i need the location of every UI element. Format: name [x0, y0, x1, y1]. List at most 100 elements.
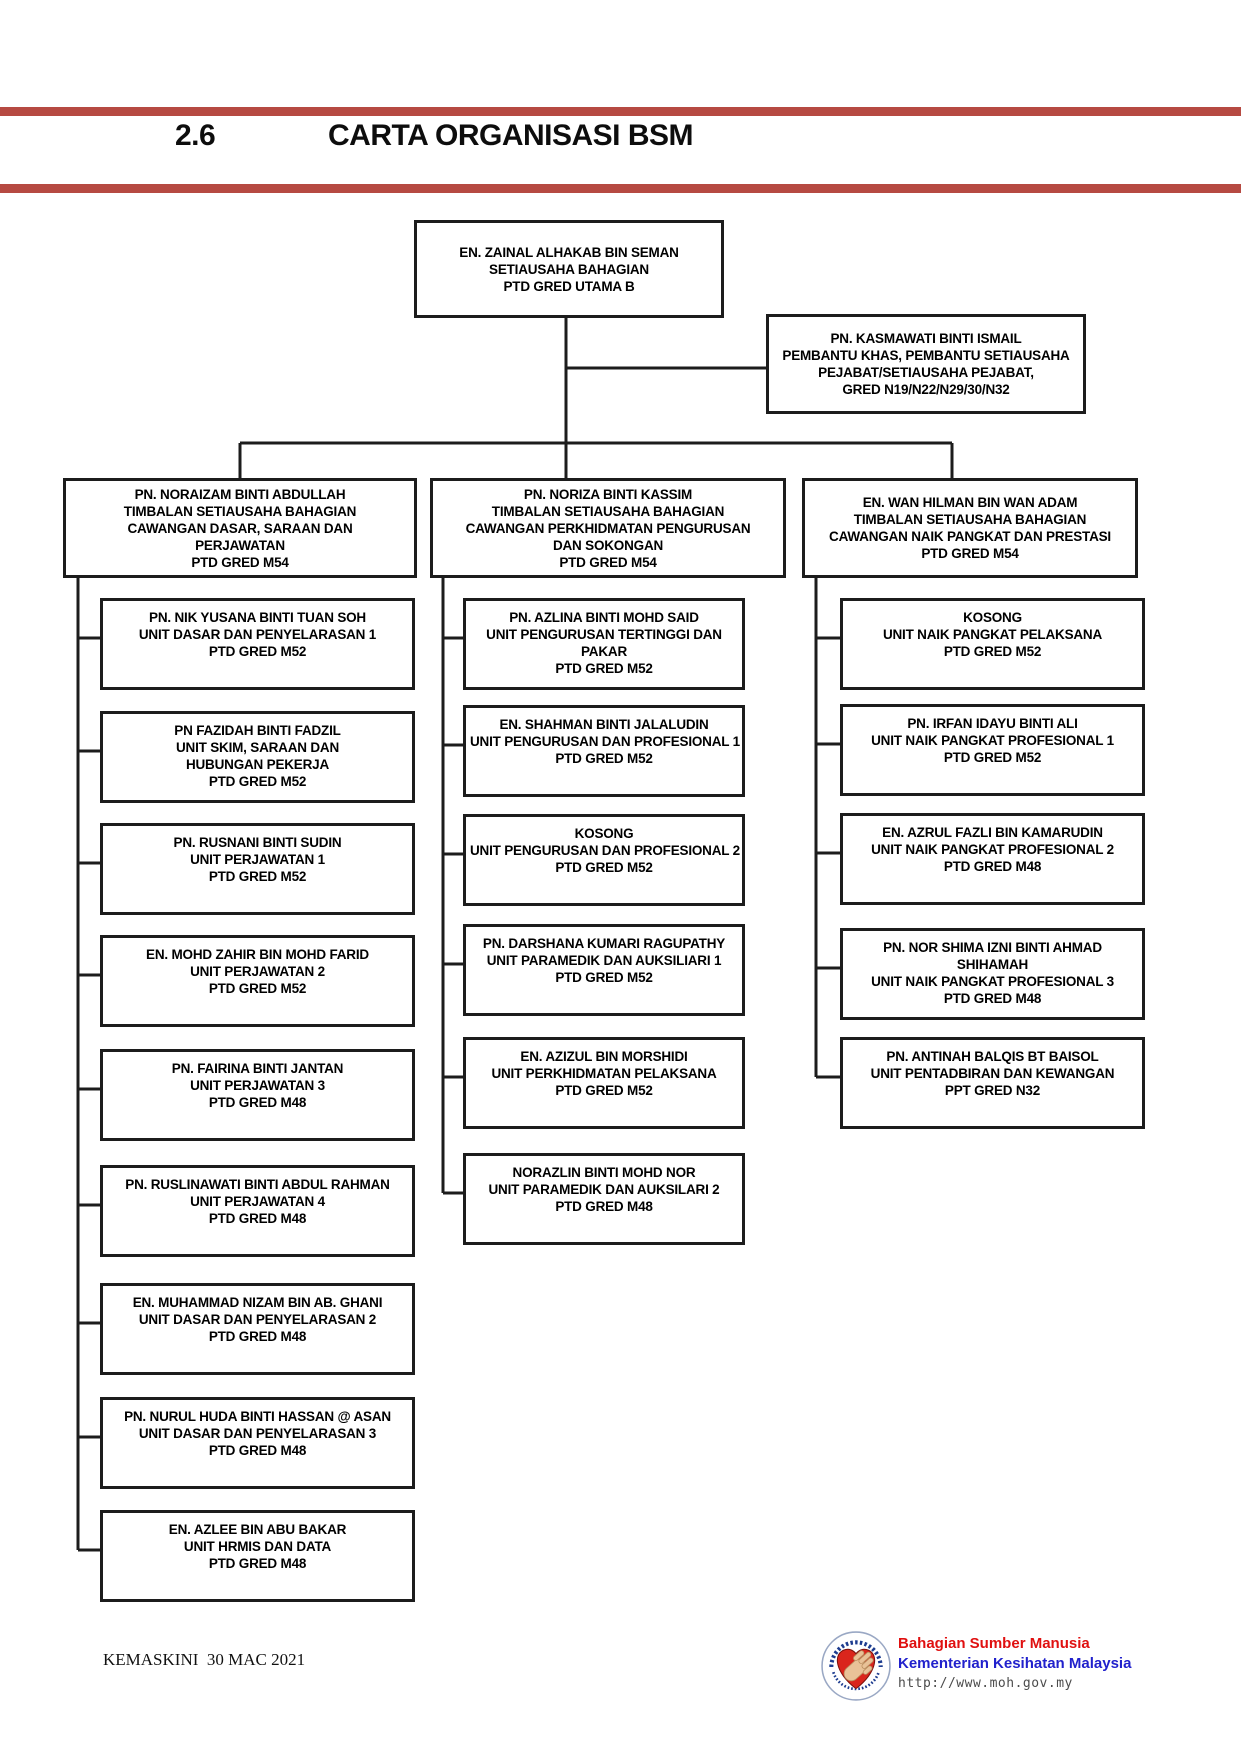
- org-box-line: PTD GRED M48: [208, 1556, 307, 1571]
- org-box-line: NORAZLIN BINTI MOHD NOR: [512, 1165, 696, 1180]
- footer-org-kkm: Kementerian Kesihatan Malaysia: [898, 1655, 1132, 1672]
- org-box-line: EN. WAN HILMAN BIN WAN ADAM: [862, 495, 1078, 510]
- org-box-line: PN. DARSHANA KUMARI RAGUPATHY: [482, 936, 726, 951]
- org-box-line: UNIT PARAMEDIK DAN AUKSILIARI 1: [486, 953, 722, 968]
- org-box-line: PN. RUSLINAWATI BINTI ABDUL RAHMAN: [125, 1177, 390, 1192]
- org-box-line: PTD GRED M48: [208, 1329, 307, 1344]
- org-box-line: PTD GRED M54: [921, 546, 1019, 561]
- footer-url: http://www.moh.gov.my: [898, 1676, 1073, 1691]
- org-box-line: EN. MUHAMMAD NIZAM BIN AB. GHANI: [132, 1295, 383, 1310]
- org-box-unit: KOSONG UNIT NAIK PANGKAT PELAKSANA PTD GRE…: [840, 598, 1145, 690]
- org-box-branch-head: EN. WAN HILMAN BIN WAN ADAM TIMBALAN SETI…: [802, 478, 1138, 578]
- org-box-line: PTD GRED M48: [208, 1211, 307, 1226]
- org-box-line: UNIT DASAR DAN PENYELARASAN 2: [138, 1312, 377, 1327]
- org-box-line: PERJAWATAN: [195, 537, 285, 553]
- org-box-line: UNIT PERJAWATAN 4: [190, 1194, 325, 1209]
- org-box-unit: PN. ANTINAH BALQIS BT BAISOL UNIT PENTADB…: [840, 1037, 1145, 1129]
- org-box-line: PTD GRED M52: [555, 661, 653, 676]
- org-box-line: PN. ANTINAH BALQIS BT BAISOL: [886, 1049, 1099, 1064]
- org-box-line: PEMBANTU KHAS, PEMBANTU SETIAUSAHA: [782, 348, 1070, 363]
- footer-org-bsm: Bahagian Sumber Manusia: [898, 1635, 1090, 1652]
- hand-icon: [843, 1650, 874, 1682]
- org-box-line: PN. IRFAN IDAYU BINTI ALI: [907, 716, 1078, 731]
- org-box-unit: EN. AZIZUL BIN MORSHIDI UNIT PERKHIDMATAN…: [463, 1037, 745, 1129]
- org-box-line: CAWANGAN DASAR, SARAAN DAN: [127, 520, 353, 536]
- org-box-line: TIMBALAN SETIAUSAHA BAHAGIAN: [853, 512, 1087, 527]
- org-box-line: PTD GRED M52: [555, 751, 653, 766]
- logo-rim-text-top: [829, 1640, 883, 1668]
- org-box-line: PTD GRED M52: [555, 1083, 653, 1098]
- org-box-line: PN FAZIDAH BINTI FADZIL: [174, 723, 341, 738]
- org-box-line: UNIT PERJAWATAN 2: [190, 964, 325, 979]
- org-box-line: PTD GRED M52: [943, 750, 1042, 765]
- org-box-unit: PN. NIK YUSANA BINTI TUAN SOH UNIT DASAR …: [100, 598, 415, 690]
- org-box-line: PTD GRED UTAMA B: [503, 278, 635, 294]
- org-box-line: UNIT PENGURUSAN DAN PROFESIONAL 2: [470, 843, 740, 858]
- org-box-line: PTD GRED M48: [208, 1095, 307, 1110]
- red-rule-bottom: [0, 184, 1241, 193]
- org-box-line: PTD GRED M48: [555, 1199, 653, 1214]
- org-box-line: UNIT PENGURUSAN DAN PROFESIONAL 1: [470, 734, 740, 749]
- org-box-line: PTD GRED M52: [208, 644, 307, 659]
- org-box-line: CAWANGAN NAIK PANGKAT DAN PRESTASI: [829, 529, 1111, 544]
- org-box-line: UNIT PERKHIDMATAN PELAKSANA: [491, 1066, 717, 1081]
- org-box-line: DAN SOKONGAN: [552, 537, 664, 553]
- footer-updated-text: KEMASKINI 30 MAC 2021: [103, 1650, 306, 1669]
- org-box-line: EN. SHAHMAN BINTI JALALUDIN: [499, 717, 709, 732]
- org-box-line: UNIT PERJAWATAN 1: [190, 852, 325, 867]
- red-rule-top: [0, 107, 1241, 116]
- org-box-line: KOSONG: [963, 610, 1022, 625]
- org-box-line: HUBUNGAN PEKERJA: [185, 757, 330, 772]
- org-box-line: PPT GRED N32: [944, 1083, 1041, 1098]
- org-box-line: PTD GRED M52: [208, 981, 307, 996]
- org-box-line: UNIT NAIK PANGKAT PROFESIONAL 3: [871, 974, 1114, 989]
- org-box-unit: EN. SHAHMAN BINTI JALALUDIN UNIT PENGURUS…: [463, 705, 745, 797]
- org-box-line: EN. AZLEE BIN ABU BAKAR: [168, 1522, 347, 1537]
- org-box-line: PTD GRED M52: [555, 970, 653, 985]
- org-box-line: UNIT PENTADBIRAN DAN KEWANGAN: [870, 1066, 1115, 1081]
- org-box-line: EN. MOHD ZAHIR BIN MOHD FARID: [146, 947, 369, 962]
- org-box-unit: PN. RUSLINAWATI BINTI ABDUL RAHMAN UNIT P…: [100, 1165, 415, 1257]
- org-box-line: PN. NORAIZAM BINTI ABDULLAH: [134, 486, 346, 502]
- org-box-line: EN. AZIZUL BIN MORSHIDI: [520, 1049, 688, 1064]
- org-box-line: PTD GRED M52: [943, 644, 1042, 659]
- page-title: CARTA ORGANISASI BSM: [328, 119, 694, 152]
- org-box-line: UNIT PENGURUSAN TERTINGGI DAN: [486, 627, 722, 642]
- org-box-line: PTD GRED M52: [208, 869, 307, 884]
- org-box-line: PTD GRED M52: [208, 774, 307, 789]
- org-box-line: KOSONG: [574, 826, 634, 841]
- org-box-line: UNIT NAIK PANGKAT PELAKSANA: [882, 627, 1103, 642]
- org-box-line: UNIT DASAR DAN PENYELARASAN 1: [138, 627, 377, 642]
- moh-logo: [820, 1630, 892, 1702]
- org-box-line: SETIAUSAHA BAHAGIAN: [489, 261, 649, 277]
- org-box-line: PAKAR: [581, 644, 627, 659]
- org-box-line: PN. FAIRINA BINTI JANTAN: [171, 1061, 344, 1076]
- org-box-line: PN. NIK YUSANA BINTI TUAN SOH: [149, 610, 366, 625]
- section-number: 2.6: [175, 119, 216, 152]
- org-box-line: PN. AZLINA BINTI MOHD SAID: [509, 610, 699, 625]
- org-box-line: PTD GRED M48: [943, 859, 1042, 874]
- footer-org-block: Bahagian Sumber Manusia Kementerian Kesi…: [898, 1634, 1131, 1694]
- org-box-line: GRED N19/N22/N29/30/N32: [842, 382, 1010, 397]
- org-box-line: EN. ZAINAL ALHAKAB BIN SEMAN: [459, 244, 679, 260]
- org-box-line: EN. AZRUL FAZLI BIN KAMARUDIN: [882, 825, 1103, 840]
- org-box-line: TIMBALAN SETIAUSAHA BAHAGIAN: [123, 503, 357, 519]
- org-box-line: CAWANGAN PERKHIDMATAN PENGURUSAN: [465, 520, 751, 536]
- org-box-line: PN. NORIZA BINTI KASSIM: [523, 486, 693, 502]
- org-box-line: PN. KASMAWATI BINTI ISMAIL: [830, 331, 1022, 346]
- org-box-line: SHIHAMAH: [956, 957, 1029, 972]
